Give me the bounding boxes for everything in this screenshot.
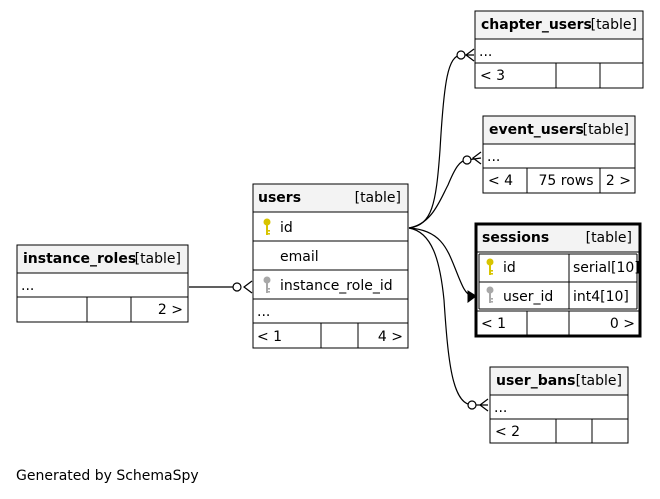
table-name: sessions: [482, 230, 549, 246]
arrowhead-sessions: [467, 290, 477, 303]
more-columns: ...: [257, 304, 270, 320]
table-name: chapter_users: [481, 17, 592, 33]
gold-key-icon: [486, 258, 494, 275]
crowfoot-users: [243, 280, 253, 294]
crowfoot-chapter-users: [465, 48, 475, 62]
column-name: instance_role_id: [280, 278, 393, 294]
edge-endpoint-circle: [456, 50, 466, 60]
table-users[interactable]: users [table] id email instance_role_id …: [252, 183, 409, 349]
child-count: 2 >: [606, 173, 631, 189]
table-name: users: [258, 190, 301, 206]
column-name: id: [280, 220, 293, 236]
parent-count: < 3: [480, 68, 505, 84]
table-header: [253, 184, 408, 212]
table-sessions[interactable]: sessions [table] id serial[10] user_id i…: [474, 222, 642, 338]
table-header: [490, 367, 628, 395]
table-instance-roles[interactable]: instance_roles [table] ... 2 >: [16, 244, 189, 323]
table-name: user_bans: [496, 373, 575, 389]
table-type: [table]: [591, 17, 637, 33]
table-chapter-users[interactable]: chapter_users [table] ... < 3: [474, 10, 644, 89]
gray-key-icon: [486, 286, 494, 303]
table-header: [483, 116, 635, 144]
more-columns: ...: [494, 400, 507, 416]
parent-count: < 2: [495, 424, 520, 440]
table-header: [17, 245, 188, 273]
table-type: [table]: [586, 230, 632, 246]
edge-users-chapter-users: [408, 54, 474, 229]
generated-by-caption: Generated by SchemaSpy: [16, 468, 199, 484]
relationship-edges: [189, 48, 489, 412]
edge-users-event-users: [408, 157, 482, 229]
table-event-users[interactable]: event_users [table] ... < 4 75 rows 2 >: [482, 115, 636, 194]
parent-count: < 1: [257, 329, 282, 345]
table-name: event_users: [489, 122, 584, 138]
gold-key-icon: [263, 218, 271, 235]
child-count: 4 >: [378, 329, 403, 345]
edge-users-user-bans: [408, 227, 488, 406]
more-columns: ...: [21, 278, 34, 294]
parent-count: < 1: [481, 316, 506, 332]
table-header: [475, 11, 643, 39]
edge-endpoint-circle: [232, 282, 242, 292]
crowfoot-user-bans: [479, 398, 489, 412]
row-count: 75 rows: [538, 173, 593, 189]
crowfoot-event-users: [472, 151, 482, 165]
table-header: [476, 224, 640, 252]
table-type: [table]: [583, 122, 629, 138]
column-datatype: int4[10]: [573, 289, 629, 305]
child-count: 2 >: [158, 302, 183, 318]
gray-key-icon: [263, 276, 271, 293]
table-name: instance_roles: [23, 251, 136, 267]
edge-endpoint-circle: [462, 155, 472, 165]
edge-endpoint-circle: [467, 400, 477, 410]
parent-count: < 4: [488, 173, 513, 189]
table-user-bans[interactable]: user_bans [table] ... < 2: [489, 366, 629, 444]
table-type: [table]: [576, 373, 622, 389]
column-name: id: [503, 260, 516, 276]
column-datatype: serial[10]: [573, 260, 640, 276]
more-columns: ...: [487, 149, 500, 165]
child-count: 0 >: [610, 316, 635, 332]
edge-users-sessions: [408, 227, 473, 297]
more-columns: ...: [479, 44, 492, 60]
table-type: [table]: [355, 190, 401, 206]
column-name: user_id: [503, 289, 553, 305]
table-type: [table]: [135, 251, 181, 267]
column-name: email: [280, 249, 319, 265]
